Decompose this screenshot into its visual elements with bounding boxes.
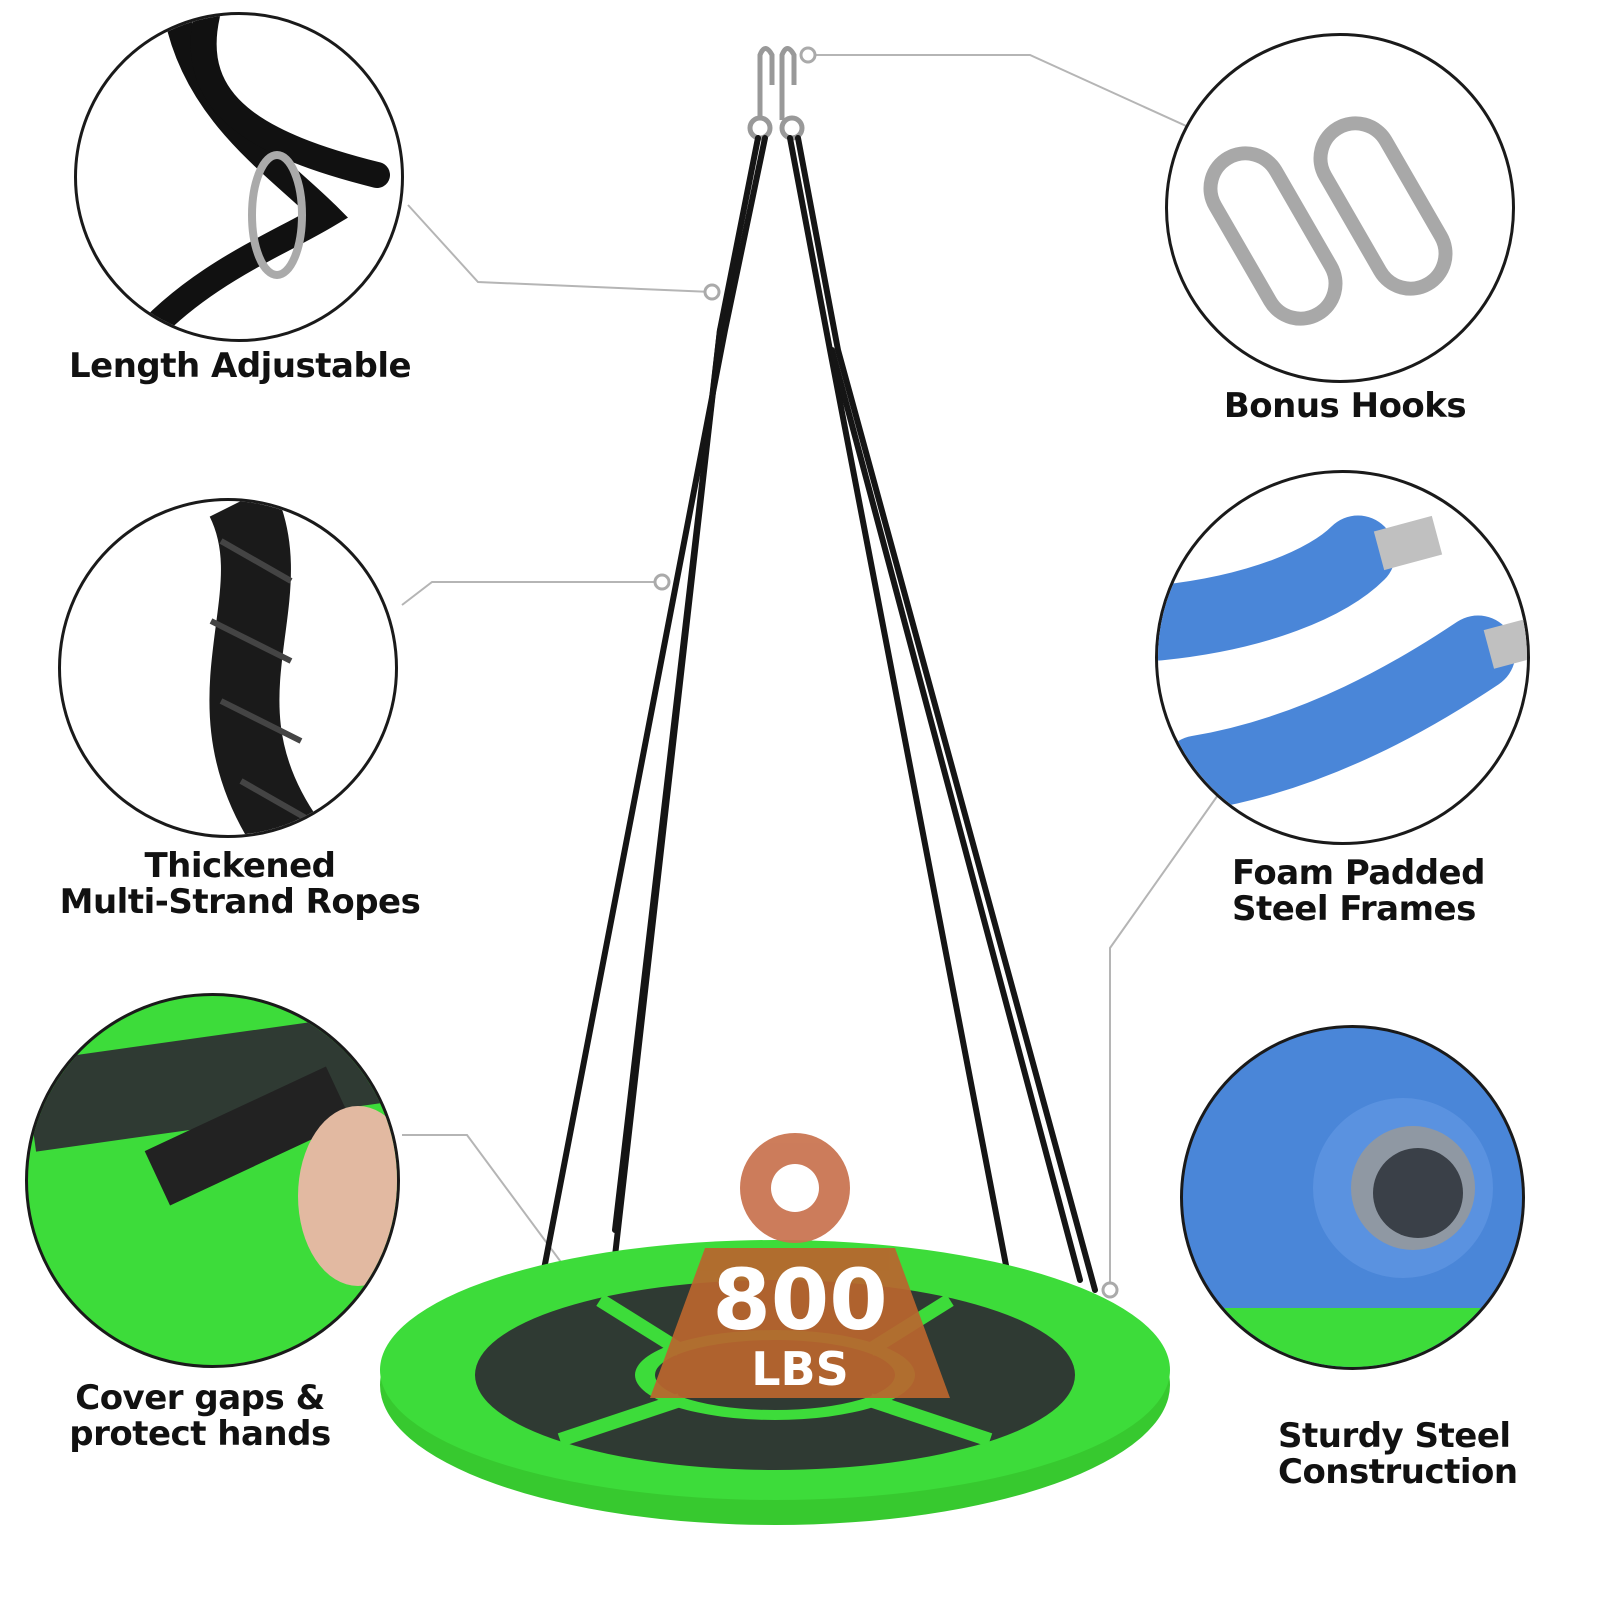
weight-badge: 800 LBS (650, 1258, 950, 1392)
steel-line1: Sturdy Steel (1278, 1416, 1511, 1456)
feature-label-foam: Foam Padded Steel Frames (1160, 855, 1540, 927)
foam-frame-photo (1155, 470, 1530, 845)
cover-line1: Cover gaps & (75, 1378, 325, 1418)
feature-label-steel: Sturdy Steel Construction (1250, 1418, 1540, 1490)
weight-badge-shape (650, 1133, 950, 1398)
rope-strand-photo (58, 498, 398, 838)
cover-line2: protect hands (69, 1414, 331, 1454)
cover-gaps-photo (25, 993, 400, 1368)
weight-unit: LBS (751, 1342, 849, 1396)
callout-lines (401, 54, 1219, 1290)
ropes-line2: Multi-Strand Ropes (59, 882, 421, 922)
steel-line2: Construction (1278, 1452, 1518, 1492)
foam-line1: Foam Padded (1232, 853, 1485, 893)
foam-line2: Steel Frames (1232, 889, 1476, 929)
weight-value: 800 (712, 1251, 888, 1349)
rope-adjust-photo (74, 12, 404, 342)
feature-label-ropes: Thickened Multi-Strand Ropes (30, 848, 450, 920)
feature-label-hooks: Bonus Hooks (1223, 386, 1467, 426)
steel-construction-photo (1180, 1025, 1525, 1370)
ropes-line1: Thickened (144, 846, 336, 886)
feature-label-length: Length Adjustable (68, 346, 412, 386)
hooks-photo (1165, 33, 1515, 383)
feature-label-cover: Cover gaps & protect hands (0, 1380, 400, 1452)
